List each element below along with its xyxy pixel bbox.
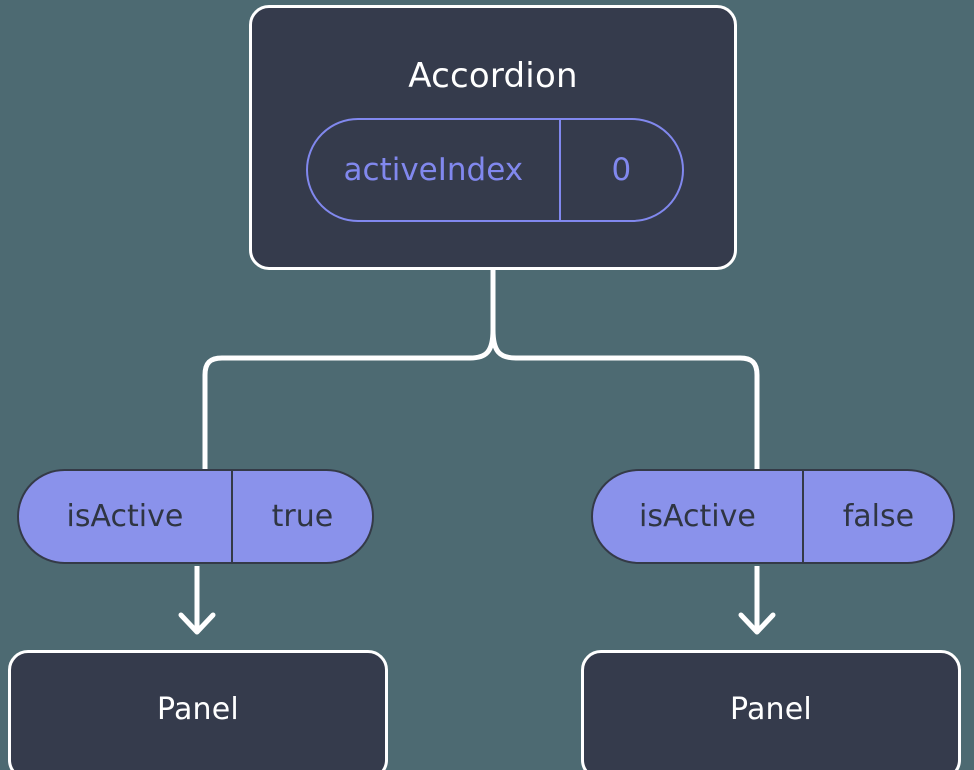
node-panel-right-label: Panel	[730, 692, 812, 727]
prop-pill-is-active-false[interactable]: isActive false	[591, 469, 955, 564]
arrow-right-head-icon	[738, 612, 776, 635]
node-panel-left-label: Panel	[157, 692, 239, 727]
node-accordion-label: Accordion	[408, 56, 578, 96]
state-pill-value: 0	[558, 120, 682, 220]
prop-pill-value: true	[230, 471, 372, 562]
fork-connector-left	[202, 327, 496, 472]
state-pill-active-index[interactable]: activeIndex 0	[306, 118, 684, 222]
node-panel-left[interactable]: Panel	[8, 650, 388, 770]
prop-pill-key: isActive	[639, 498, 756, 534]
arrow-left-head-icon	[178, 612, 216, 635]
prop-pill-value: false	[801, 471, 953, 562]
prop-pill-key: isActive	[66, 498, 184, 534]
prop-pill-is-active-true[interactable]: isActive true	[17, 469, 374, 564]
fork-connector-right	[490, 327, 760, 472]
node-panel-right[interactable]: Panel	[581, 650, 961, 770]
state-pill-key: activeIndex	[343, 151, 524, 188]
